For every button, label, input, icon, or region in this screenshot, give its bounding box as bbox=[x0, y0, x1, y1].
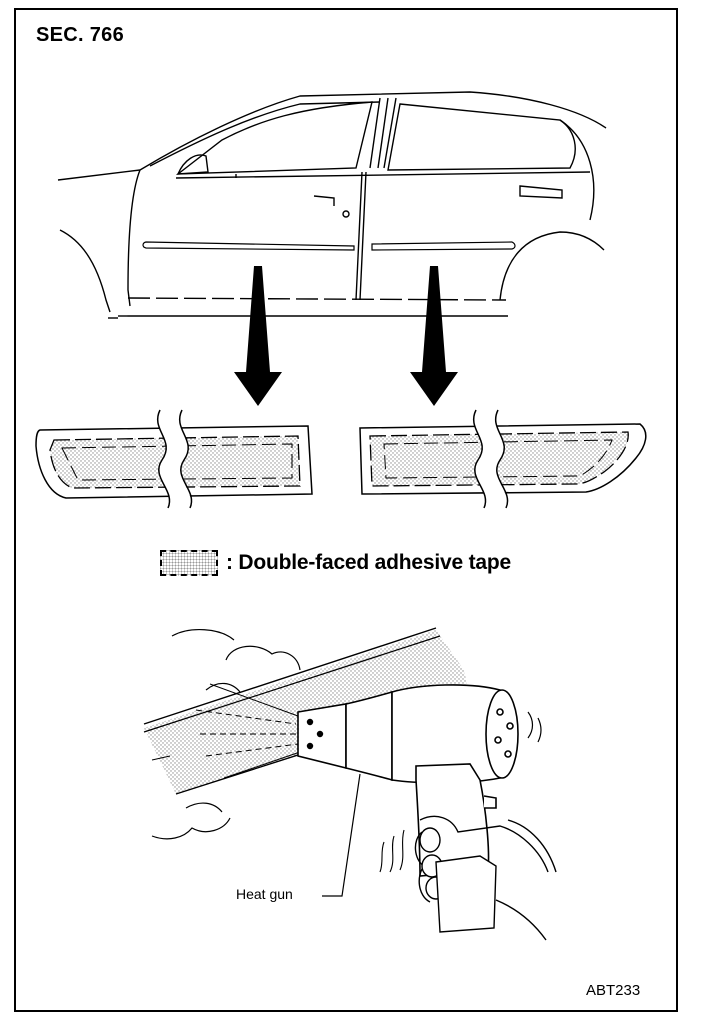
rear-molding-detail bbox=[359, 409, 647, 509]
figure-frame bbox=[14, 8, 678, 1012]
front-molding-detail bbox=[35, 409, 313, 509]
arrow-rear-molding bbox=[410, 266, 458, 406]
adhesive-tape-swatch bbox=[160, 550, 218, 576]
vibration-marks bbox=[379, 829, 405, 873]
heat-gun-leader-line bbox=[322, 773, 361, 897]
car-body-moldings bbox=[142, 241, 516, 251]
legend: : Double-faced adhesive tape bbox=[160, 546, 511, 580]
heat-gun-label: Heat gun bbox=[236, 886, 293, 902]
heat-rays bbox=[195, 683, 301, 779]
legend-text: : Double-faced adhesive tape bbox=[226, 551, 511, 574]
exhaust-marks bbox=[527, 711, 542, 743]
section-label: SEC. 766 bbox=[36, 24, 125, 46]
arrow-front-molding bbox=[234, 266, 282, 406]
car-side-view bbox=[57, 91, 607, 319]
figure-code: ABT233 bbox=[586, 982, 641, 999]
heat-cloud bbox=[151, 629, 301, 840]
heat-gun-body bbox=[297, 684, 519, 877]
hand-holding-gun bbox=[414, 815, 557, 941]
